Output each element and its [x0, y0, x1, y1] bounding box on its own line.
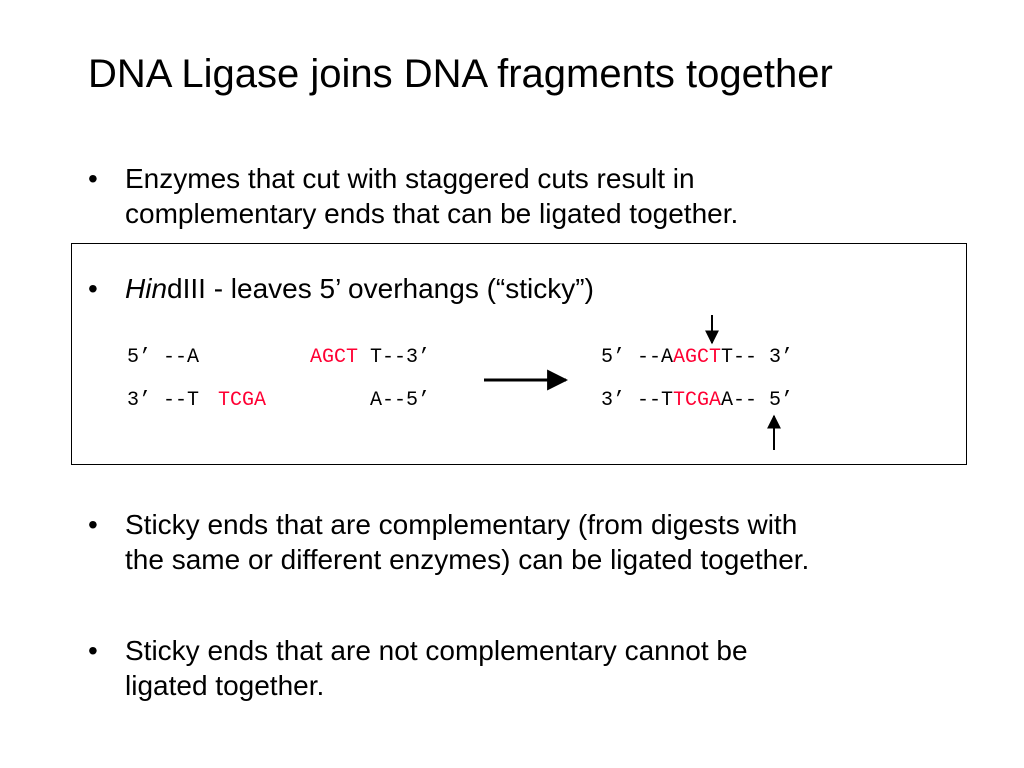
bullet-marker: •: [88, 635, 98, 666]
seq-left-top-5prime: 5’ --A: [127, 346, 200, 369]
enzyme-description: dIII - leaves 5’ overhangs (“sticky”): [167, 273, 594, 304]
bullet-line: the same or different enzymes) can be li…: [125, 544, 810, 575]
seq-left-bottom-5prime: A--5’: [370, 389, 431, 412]
seq-left-top-3prime: T--3’: [370, 346, 431, 369]
bullet-line: ligated together.: [125, 670, 325, 701]
bullet-hindiii: • HindIII - leaves 5’ overhangs (“sticky…: [88, 271, 594, 306]
seq-right-top-5prime: 5’ --AAGCTT-- 3’: [601, 346, 793, 370]
bullet-marker: •: [88, 273, 98, 304]
seq-left-top-overhang: AGCT: [310, 346, 359, 369]
enzyme-name-italic: Hin: [125, 273, 168, 304]
slide-title: DNA Ligase joins DNA fragments together: [88, 52, 833, 96]
bullet-text: Enzymes that cut with staggered cuts res…: [125, 161, 738, 231]
bullet-non-complementary-ends: • Sticky ends that are not complementary…: [88, 633, 748, 703]
bullet-staggered-cuts: • Enzymes that cut with staggered cuts r…: [88, 161, 738, 231]
bullet-line: Sticky ends that are complementary (from…: [125, 509, 798, 540]
seq-right-bottom-3prime: 3’ --TTCGAA-- 5’: [601, 389, 793, 413]
bullet-line: complementary ends that can be ligated t…: [125, 198, 739, 229]
seq-part-highlight: AGCT: [673, 346, 722, 369]
seq-part-highlight: TCGA: [673, 389, 722, 412]
bullet-complementary-ends: • Sticky ends that are complementary (fr…: [88, 507, 809, 577]
bullet-line: Enzymes that cut with staggered cuts res…: [125, 163, 695, 194]
seq-part: 3’ --T: [601, 389, 674, 412]
hindiii-example-box: [71, 243, 967, 465]
seq-left-bottom-3prime: 3’ --T: [127, 389, 200, 412]
bullet-marker: •: [88, 163, 98, 194]
bullet-line: Sticky ends that are not complementary c…: [125, 635, 748, 666]
bullet-marker: •: [88, 509, 98, 540]
bullet-line: HindIII - leaves 5’ overhangs (“sticky”): [125, 271, 594, 306]
seq-part: 5’ --A: [601, 346, 674, 369]
seq-part: T-- 3’: [721, 346, 794, 369]
seq-part: A-- 5’: [721, 389, 794, 412]
bullet-text: HindIII - leaves 5’ overhangs (“sticky”): [125, 271, 594, 306]
bullet-text: Sticky ends that are complementary (from…: [125, 507, 809, 577]
seq-left-bottom-overhang: TCGA: [218, 389, 267, 412]
bullet-text: Sticky ends that are not complementary c…: [125, 633, 748, 703]
